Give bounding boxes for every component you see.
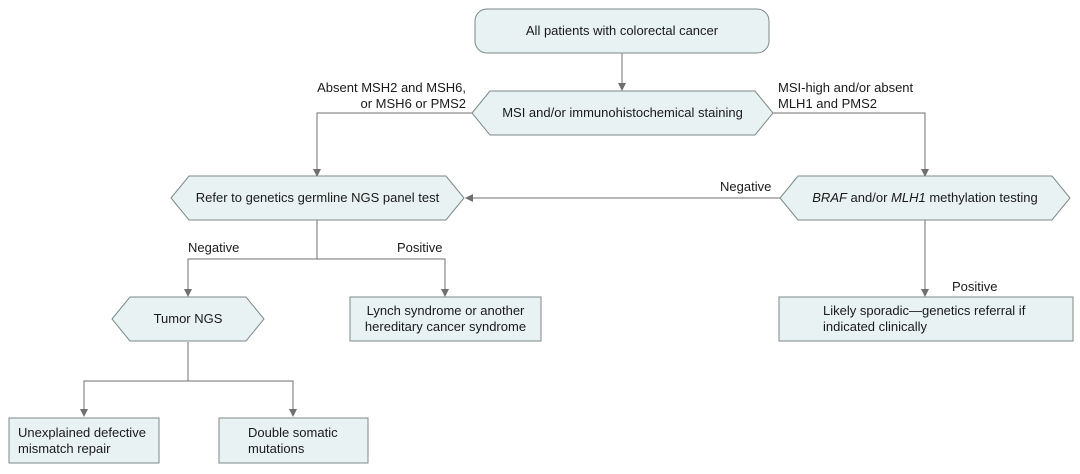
node-lynch-line-1: Lynch syndrome or another bbox=[366, 303, 525, 318]
node-tumor-ngs-box bbox=[111, 296, 265, 342]
node-unexplained-box bbox=[8, 417, 160, 464]
connector-msi-to-braf bbox=[755, 112, 929, 177]
node-tumor-ngs-text: Tumor NGS bbox=[153, 311, 223, 326]
edge-label-absent-msh-line-2: or MSH6 or PMS2 bbox=[360, 96, 466, 111]
node-germline-text: Refer to genetics germline NGS panel tes… bbox=[195, 190, 440, 205]
edge-label-msi-high: MSI-high and/or absent MLH1 and PMS2 bbox=[778, 80, 913, 112]
node-start-text: All patients with colorectal cancer bbox=[525, 23, 719, 38]
edge-label-braf-negative: Negative bbox=[720, 179, 772, 194]
braf-gene-text: BRAF bbox=[812, 190, 847, 205]
node-sporadic-box bbox=[778, 296, 1074, 342]
edge-label-braf-positive: Positive bbox=[952, 279, 998, 294]
node-lynch-text: Lynch syndrome or another hereditary can… bbox=[350, 303, 541, 335]
node-braf-text: BRAF and/or MLH1 methylation testing bbox=[780, 190, 1070, 206]
connector-to-unexplained bbox=[80, 380, 188, 417]
node-lynch-box bbox=[349, 296, 542, 342]
connector-to-lynch bbox=[317, 258, 449, 297]
connector-msi-to-germline bbox=[313, 112, 490, 177]
node-braf-box bbox=[779, 175, 1071, 221]
edge-label-absent-msh: Absent MSH2 and MSH6, or MSH6 or PMS2 bbox=[290, 80, 466, 112]
edge-label-msi-high-line-2: MLH1 and PMS2 bbox=[778, 96, 877, 111]
node-start-box bbox=[474, 8, 770, 54]
node-double-somatic-line-1: Double somatic bbox=[248, 425, 338, 440]
connector-to-double-somatic bbox=[188, 380, 297, 417]
braf-rest-text: methylation testing bbox=[925, 190, 1038, 205]
node-unexplained-line-2: mismatch repair bbox=[18, 441, 111, 456]
node-sporadic-text: Likely sporadic—genetics referral if ind… bbox=[823, 303, 1025, 335]
braf-and-or-text: and/or bbox=[846, 190, 892, 205]
mlh1-gene-text: MLH1 bbox=[891, 190, 926, 205]
node-sporadic-line-1: Likely sporadic—genetics referral if bbox=[823, 303, 1026, 318]
node-lynch-line-2: hereditary cancer syndrome bbox=[364, 319, 527, 334]
node-unexplained-line-1: Unexplained defective bbox=[18, 425, 146, 440]
connector-to-tumor-ngs bbox=[184, 258, 317, 297]
node-sporadic-line-2: indicated clinically bbox=[823, 319, 928, 334]
edge-label-germline-negative: Negative bbox=[188, 240, 240, 255]
node-msi-box bbox=[471, 90, 774, 136]
node-germline-box bbox=[170, 175, 465, 221]
node-double-somatic-line-2: mutations bbox=[248, 441, 305, 456]
node-unexplained-text: Unexplained defective mismatch repair bbox=[18, 425, 146, 457]
node-msi-text: MSI and/or immunohistochemical staining bbox=[502, 105, 743, 120]
node-double-somatic-text: Double somatic mutations bbox=[248, 425, 338, 457]
edge-label-absent-msh-line-1: Absent MSH2 and MSH6, bbox=[317, 80, 466, 95]
edge-label-germline-positive: Positive bbox=[397, 240, 443, 255]
edge-label-msi-high-line-1: MSI-high and/or absent bbox=[778, 80, 914, 95]
node-double-somatic-box bbox=[218, 417, 369, 464]
